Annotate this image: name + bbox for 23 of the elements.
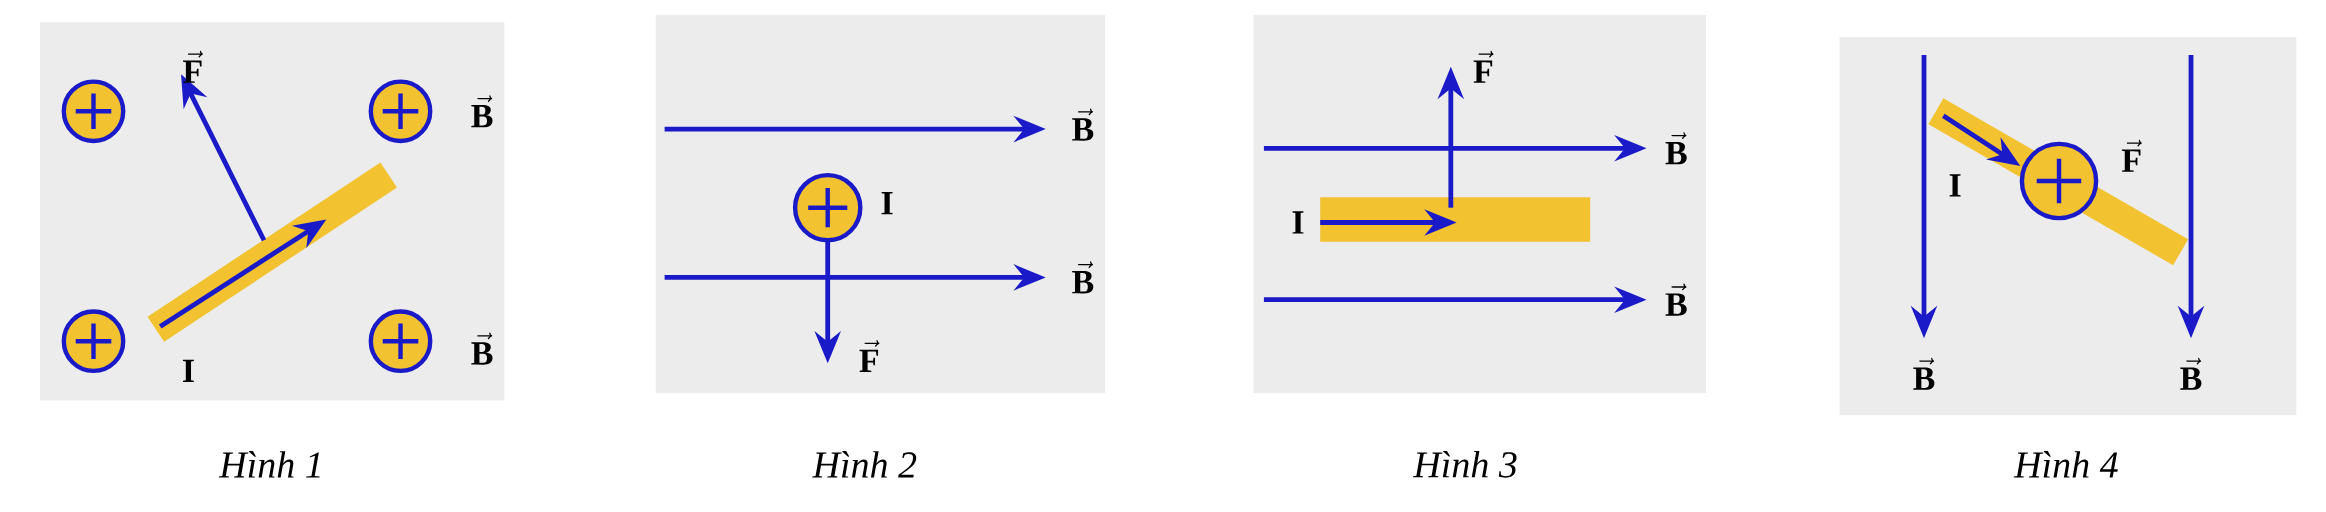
current-label: $\mathbf{I}$ [881, 192, 893, 215]
vector-label: $\vec{\mathbf{B}}$ [1665, 283, 1687, 316]
vector-label: $\vec{\mathbf{B}}$ [1913, 357, 1935, 390]
vector-label: $\vec{\mathbf{B}}$ [471, 95, 493, 128]
figure-caption: Hình 1 [218, 451, 320, 478]
current-label: $\mathbf{I}$ [1292, 211, 1304, 234]
vector-label: $\vec{\mathbf{B}}$ [1665, 132, 1687, 165]
vector-label: $\vec{\mathbf{B}}$ [1072, 108, 1094, 141]
vector-label: $\vec{\mathbf{B}}$ [471, 332, 493, 365]
current-label: $\mathbf{I}$ [182, 359, 194, 382]
vector-label: $\vec{\mathbf{B}}$ [2180, 357, 2202, 390]
current-label: $\mathbf{I}$ [1949, 174, 1961, 197]
vector-label: $\vec{\mathbf{F}}$ [2121, 139, 2142, 172]
vector-label: $\vec{\mathbf{F}}$ [183, 50, 203, 83]
vector-label: $\vec{\mathbf{F}}$ [859, 339, 880, 372]
vector-label: $\vec{\mathbf{B}}$ [1072, 261, 1094, 294]
vector-label: $\vec{\mathbf{F}}$ [1473, 50, 1494, 83]
panel-background [1839, 37, 2297, 416]
panel-background [1253, 14, 1706, 394]
figure-caption: Hình 3 [1412, 450, 1517, 478]
figure-caption: Hình 4 [2013, 451, 2118, 478]
figure-caption: Hình 2 [812, 451, 917, 478]
panel-background [655, 14, 1106, 394]
